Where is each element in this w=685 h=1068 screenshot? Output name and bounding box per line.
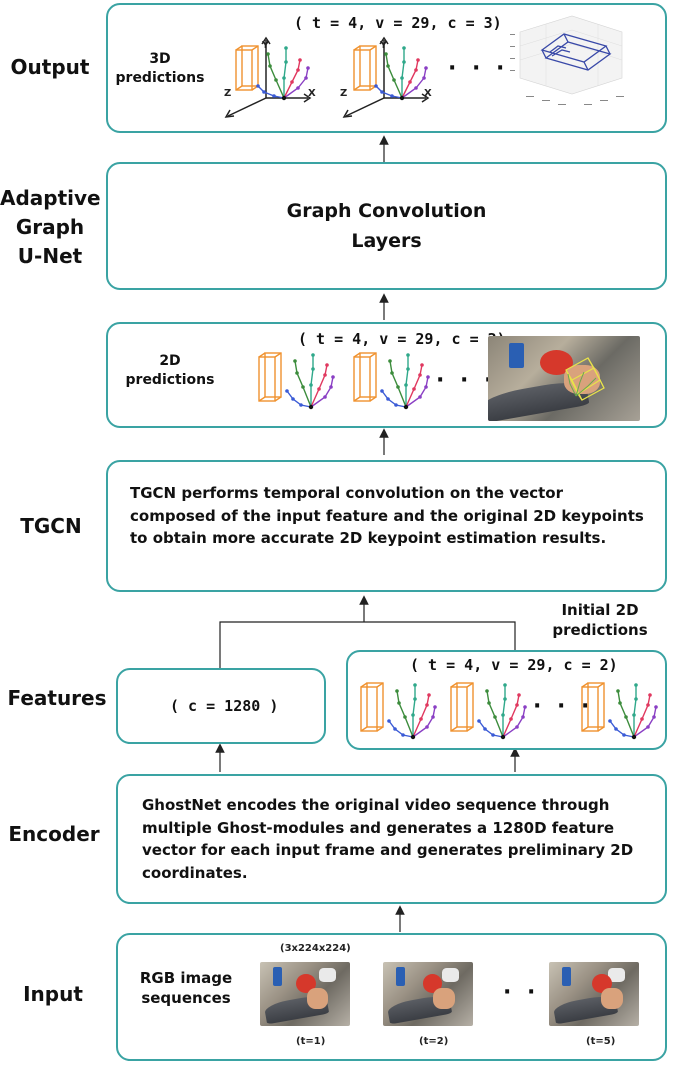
input-frame-1: [260, 962, 350, 1026]
input-frame-2: [383, 962, 473, 1026]
output-axis-z-label: Z: [224, 88, 232, 99]
row-label-input: Input: [23, 982, 83, 1006]
input-rgb-label: RGB image sequences: [126, 968, 246, 1009]
2d-predictions-label: 2D predictions: [122, 352, 218, 390]
graph-convolution-line2: Layers: [351, 230, 422, 253]
initial-2d-caption-line2: predictions: [552, 621, 648, 640]
2d-skeleton-1: [258, 352, 335, 410]
graph-convolution-box: [106, 162, 667, 290]
row-label-encoder: Encoder: [8, 822, 100, 846]
initial-2d-skeleton-2: [450, 682, 527, 740]
row-label-tgcn: TGCN: [20, 514, 82, 538]
output-axis-x-label: X: [308, 88, 316, 99]
tgcn-box: [106, 460, 667, 592]
frame1-object-blue: [272, 967, 282, 987]
row-label-features: Features: [7, 686, 107, 710]
output-axis-x2-label: X: [424, 88, 432, 99]
graph-convolution-line1: Graph Convolution: [286, 200, 487, 222]
2d-predictions-ellipsis: · · ·: [436, 368, 497, 393]
features-params: ( c = 1280 ): [170, 697, 279, 715]
frame2-object-blue: [395, 967, 405, 987]
row-label-output: Output: [10, 55, 90, 79]
frame2-object-white: [442, 968, 459, 983]
2d-label-line2: predictions: [125, 371, 215, 388]
output-label-line2: predictions: [115, 69, 205, 86]
row-label-adaptive-line1: Adaptive: [0, 186, 101, 210]
photo-overlay-skeleton: [565, 357, 605, 401]
features-box: [116, 668, 326, 744]
output-label-line1: 3D: [149, 51, 171, 67]
initial-2d-params: ( t = 4, v = 29, c = 2): [410, 656, 618, 674]
input-size-label: (3x224x224): [280, 943, 351, 954]
input-frame-5-label: (t=5): [586, 1036, 616, 1047]
2d-overlay-photo: [488, 336, 640, 421]
2d-skeleton-2: [353, 352, 430, 410]
encoder-description: GhostNet encodes the original video sequ…: [142, 796, 634, 882]
frame2-hand: [433, 987, 455, 1010]
frame5-hand: [601, 987, 623, 1010]
encoder-box: [116, 774, 667, 904]
input-label-line1: RGB image: [139, 969, 233, 987]
output-axis-z2-label: Z: [340, 88, 348, 99]
input-frame-2-label: (t=2): [419, 1036, 449, 1047]
photo-object-blue: [509, 342, 525, 369]
initial-2d-caption-line1: Initial 2D: [561, 601, 639, 619]
initial-2d-ellipsis: · · ·: [533, 694, 594, 719]
input-frame-5: [549, 962, 639, 1026]
input-label-line2: sequences: [141, 989, 231, 1008]
output-3d-plot: [510, 15, 624, 105]
frame1-hand: [306, 987, 329, 1010]
output-params: ( t = 4, v = 29, c = 3): [294, 14, 502, 32]
2d-predictions-params: ( t = 4, v = 29, c = 2): [298, 330, 506, 348]
2d-label-line1: 2D: [159, 353, 181, 369]
initial-2d-caption: Initial 2D predictions: [540, 600, 660, 641]
output-ellipsis: · · ·: [448, 56, 509, 81]
initial-2d-skeleton-3: [581, 682, 658, 740]
output-3d-skeleton-1: [224, 36, 312, 118]
frame1-object-white: [319, 968, 336, 983]
row-label-adaptive-line2: Graph: [15, 215, 85, 239]
tgcn-description: TGCN performs temporal convolution on th…: [130, 484, 644, 547]
output-3d-predictions-label: 3D predictions: [112, 50, 208, 88]
row-label-adaptive-graph-unet: Adaptive Graph U-Net: [0, 186, 101, 268]
graph-convolution-title: Graph Convolution Layers: [106, 196, 667, 257]
frame5-object-white: [608, 968, 625, 983]
initial-2d-skeleton-1: [360, 682, 437, 740]
input-frame-1-label: (t=1): [296, 1036, 326, 1047]
initial-2d-box: [346, 650, 667, 750]
output-axis-y2-label: Y: [380, 40, 388, 51]
output-3d-skeleton-2: [342, 36, 430, 118]
output-axis-y-label: Y: [262, 40, 270, 51]
row-label-adaptive-line3: U-Net: [17, 244, 83, 268]
frame5-object-blue: [561, 967, 571, 987]
